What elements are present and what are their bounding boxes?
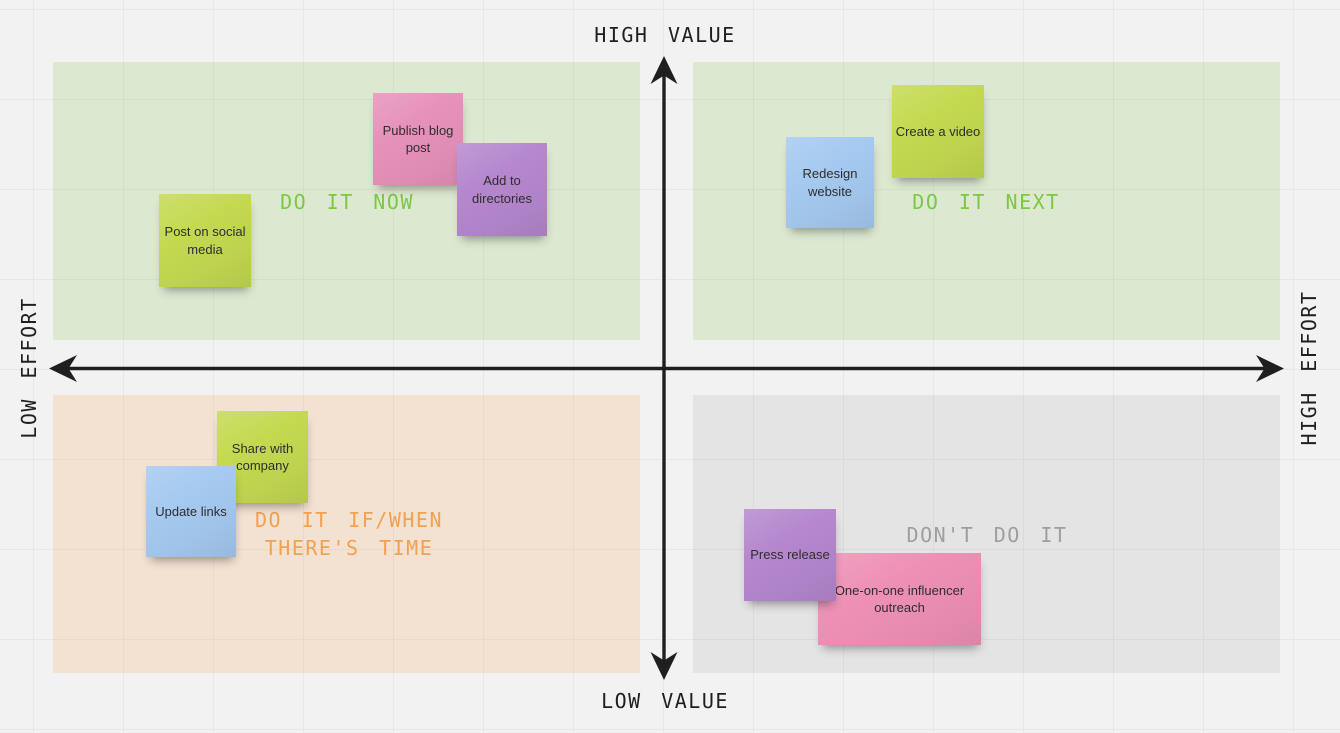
sticky-note-press-release[interactable]: Press release bbox=[744, 509, 836, 601]
axis-label-high-effort[interactable]: HIGH EFFORT bbox=[1297, 290, 1321, 446]
sticky-note-add-to-directories[interactable]: Add to directories bbox=[457, 143, 547, 236]
arrowhead-down bbox=[650, 652, 678, 680]
quadrant-label-do-it-if-when[interactable]: DO IT IF/WHEN THERE'S TIME bbox=[254, 508, 444, 560]
sticky-note-text: Add to directories bbox=[472, 173, 532, 206]
sticky-note-text: Publish blog post bbox=[382, 122, 454, 155]
axis-label-low-value[interactable]: LOW VALUE bbox=[601, 689, 729, 713]
sticky-note-create-a-video[interactable]: Create a video bbox=[892, 85, 984, 178]
sticky-note-text: Redesign website bbox=[802, 166, 858, 199]
axis-label-high-value[interactable]: HIGH VALUE bbox=[594, 23, 736, 47]
quadrant-label-dont-do-it[interactable]: DON'T DO IT bbox=[906, 523, 1068, 547]
sticky-note-text: Share with company bbox=[231, 440, 294, 473]
sticky-note-text: Update links bbox=[155, 503, 227, 519]
arrowhead-left bbox=[49, 355, 77, 382]
sticky-note-update-links[interactable]: Update links bbox=[146, 466, 236, 557]
arrowhead-up bbox=[650, 56, 678, 84]
sticky-note-publish-blog-post[interactable]: Publish blog post bbox=[373, 93, 463, 185]
sticky-note-text: Create a video bbox=[895, 123, 981, 139]
arrowhead-right bbox=[1256, 355, 1284, 382]
sticky-note-text: Post on social media bbox=[164, 224, 246, 257]
axis-label-low-effort[interactable]: LOW EFFORT bbox=[17, 297, 41, 439]
quadrant-label-do-it-next[interactable]: DO IT NEXT bbox=[912, 190, 1060, 214]
quadrant-label-do-it-now[interactable]: DO IT NOW bbox=[280, 190, 414, 214]
sticky-note-one-on-one-influencer-outreach[interactable]: One-on-one influencer outreach bbox=[818, 553, 981, 645]
sticky-note-text: Press release bbox=[750, 547, 830, 563]
sticky-note-redesign-website[interactable]: Redesign website bbox=[786, 137, 874, 228]
sticky-note-post-on-social-media[interactable]: Post on social media bbox=[159, 194, 251, 287]
sticky-note-text: One-on-one influencer outreach bbox=[834, 582, 965, 615]
